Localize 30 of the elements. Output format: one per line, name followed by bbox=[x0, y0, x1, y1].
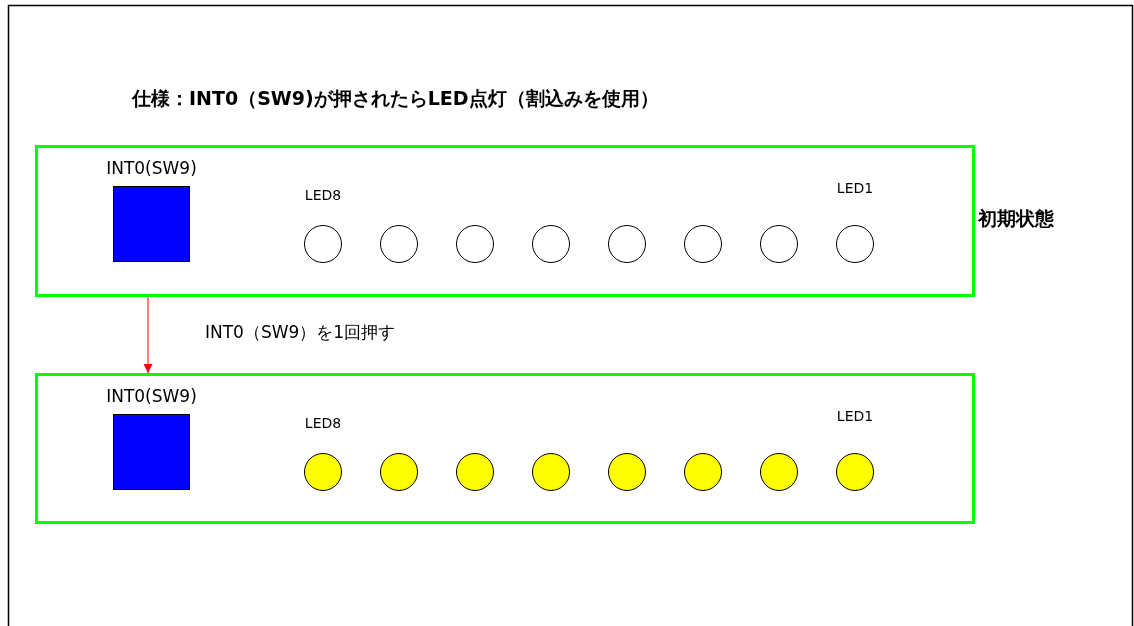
led-circle bbox=[608, 453, 646, 491]
led-circle bbox=[760, 225, 798, 263]
edge-label: INT0（SW9）を1回押す bbox=[205, 323, 396, 342]
switch-label: INT0(SW9) bbox=[105, 159, 198, 178]
switch-label: INT0(SW9) bbox=[105, 387, 198, 406]
led-label: LED8 bbox=[303, 416, 343, 432]
led-circle bbox=[836, 453, 874, 491]
led-circle bbox=[380, 225, 418, 263]
led-circle bbox=[456, 225, 494, 263]
led-circle bbox=[532, 453, 570, 491]
led-circle bbox=[760, 453, 798, 491]
push-switch bbox=[113, 186, 190, 262]
push-switch bbox=[113, 414, 190, 490]
led-circle bbox=[456, 453, 494, 491]
led-circle bbox=[836, 225, 874, 263]
led-circle bbox=[684, 453, 722, 491]
led-circle bbox=[608, 225, 646, 263]
state-panel bbox=[35, 145, 975, 297]
led-circle bbox=[304, 225, 342, 263]
led-label: LED1 bbox=[835, 181, 875, 197]
led-label: LED1 bbox=[835, 409, 875, 425]
arrow bbox=[143, 296, 153, 374]
led-circle bbox=[304, 453, 342, 491]
led-circle bbox=[380, 453, 418, 491]
title: 仕様：INT0（SW9)が押されたらLED点灯（割込みを使用） bbox=[132, 88, 659, 109]
led-label: LED8 bbox=[303, 188, 343, 204]
state-panel bbox=[35, 373, 975, 524]
led-circle bbox=[684, 225, 722, 263]
led-circle bbox=[532, 225, 570, 263]
state-label: 初期状態 bbox=[978, 208, 1054, 229]
